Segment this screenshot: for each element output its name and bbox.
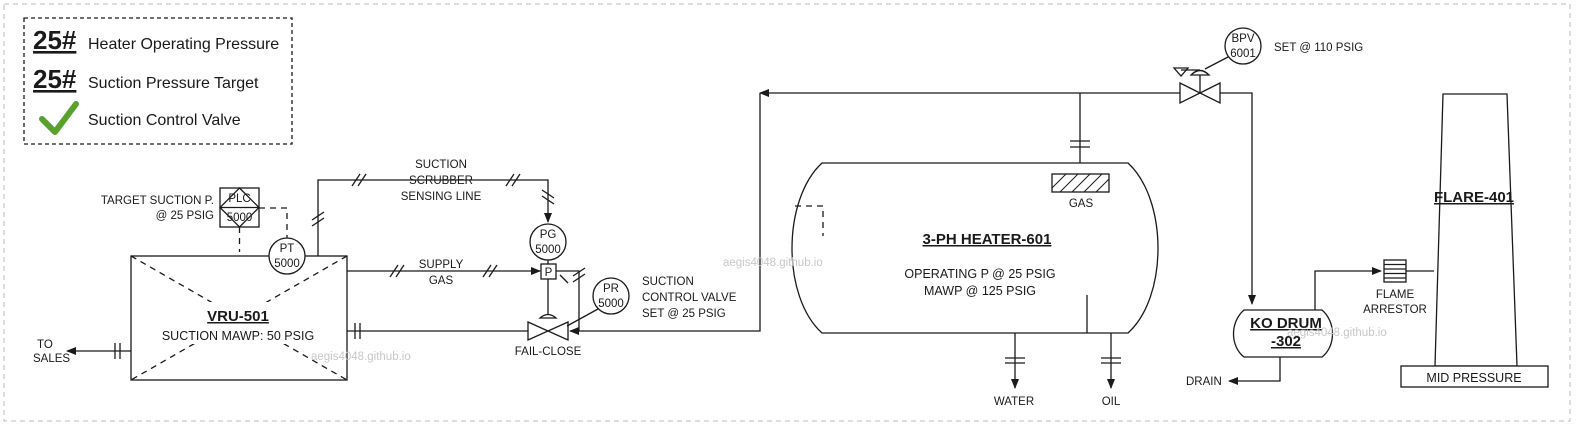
plc-num: 5000 bbox=[227, 212, 253, 224]
pg-5000: PG 5000 bbox=[529, 223, 567, 261]
to-sales-line: TO SALES bbox=[33, 339, 131, 365]
legend-symbol-heater: 25# bbox=[33, 25, 77, 55]
diagram-border bbox=[3, 3, 1571, 422]
pg-num: 5000 bbox=[535, 244, 561, 256]
sensing-label-1: SUCTION bbox=[415, 159, 467, 171]
flame-arrestor-label-2: ARRESTOR bbox=[1363, 304, 1427, 316]
legend-symbol-suction: 25# bbox=[33, 64, 77, 94]
pr-num: 5000 bbox=[598, 298, 624, 310]
heater-mawp: MAWP @ 125 PSIG bbox=[924, 284, 1036, 298]
supply-gas-label-2: GAS bbox=[429, 275, 454, 287]
scv-label-2: CONTROL VALVE bbox=[642, 292, 737, 304]
ko-drum-name-2: -302 bbox=[1271, 333, 1301, 350]
flare-name: FLARE-401 bbox=[1434, 189, 1514, 206]
oil-label: OIL bbox=[1102, 396, 1121, 408]
plc-5000: PLC 5000 bbox=[219, 187, 260, 228]
sensing-label-3: SENSING LINE bbox=[401, 191, 482, 203]
supply-gas-label-1: SUPPLY bbox=[419, 259, 464, 271]
heater-name: 3-PH HEATER-601 bbox=[923, 231, 1052, 248]
bpv-num: 6001 bbox=[1230, 48, 1256, 60]
fail-close-label: FAIL-CLOSE bbox=[515, 346, 582, 358]
bpv-6001: BPV 6001 SET @ 110 PSIG bbox=[1172, 27, 1363, 105]
heater-gas-label: GAS bbox=[1069, 198, 1094, 210]
checkmark-icon bbox=[39, 101, 79, 135]
watermark-2: aegis4048.github.io bbox=[311, 351, 411, 363]
sensing-line: SUCTION SCRUBBER SENSING LINE bbox=[311, 159, 555, 256]
oil-outlet: OIL bbox=[1101, 333, 1121, 408]
vru-spec: SUCTION MAWP: 50 PSIG bbox=[162, 329, 314, 343]
flare-base-label: MID PRESSURE bbox=[1426, 371, 1521, 385]
bpv-tag: BPV bbox=[1231, 33, 1254, 45]
heater-601: GAS 3-PH HEATER-601 OPERATING P @ 25 PSI… bbox=[791, 162, 1159, 334]
ko-drum-name-1: KO DRUM bbox=[1250, 315, 1322, 332]
pg-tag: PG bbox=[540, 229, 557, 241]
pt-num: 5000 bbox=[274, 258, 300, 270]
flare-401: FLARE-401 MID PRESSURE bbox=[1400, 93, 1549, 388]
legend-label-heater: Heater Operating Pressure bbox=[88, 36, 279, 53]
pilot-box-label: P bbox=[545, 267, 553, 279]
scv-label-1: SUCTION bbox=[642, 276, 694, 288]
scv-label-3: SET @ 25 PSIG bbox=[642, 308, 726, 320]
legend-box bbox=[23, 17, 293, 145]
heater-operating: OPERATING P @ 25 PSIG bbox=[904, 267, 1055, 281]
vru-501: VRU-501 SUCTION MAWP: 50 PSIG bbox=[130, 255, 348, 381]
supply-gas-line: SUPPLY GAS bbox=[347, 259, 541, 287]
watermark-1: aegis4048.github.io bbox=[723, 257, 823, 269]
to-sales-label-2: SALES bbox=[33, 353, 70, 365]
pt-tag: PT bbox=[280, 243, 295, 255]
legend-label-suction: Suction Pressure Target bbox=[88, 75, 259, 92]
legend-label-valve: Suction Control Valve bbox=[88, 112, 241, 129]
target-suction-label-1: TARGET SUCTION P. bbox=[101, 195, 214, 207]
pr-tag: PR bbox=[603, 283, 619, 295]
pr-5000: PR 5000 bbox=[592, 277, 630, 315]
sensing-label-2: SCRUBBER bbox=[409, 175, 473, 187]
target-suction-label-2: @ 25 PSIG bbox=[156, 210, 214, 222]
to-sales-label-1: TO bbox=[37, 339, 53, 351]
flame-arrestor-label-1: FLAME bbox=[1376, 289, 1415, 301]
gas-return-line bbox=[569, 89, 1180, 335]
pt-5000: PT 5000 bbox=[268, 237, 306, 275]
plc-tag: PLC bbox=[228, 193, 250, 205]
drain-label: DRAIN bbox=[1186, 376, 1222, 388]
flame-arrestor: FLAME ARRESTOR bbox=[1363, 259, 1427, 316]
ko-drum-302: KO DRUM -302 bbox=[1232, 309, 1334, 358]
vru-name: VRU-501 bbox=[207, 308, 269, 325]
watermark-3: aegis4048.github.io bbox=[1287, 327, 1387, 339]
legend: 25# Heater Operating Pressure 25# Suctio… bbox=[23, 17, 293, 145]
water-label: WATER bbox=[994, 396, 1034, 408]
pilot-box: P bbox=[540, 263, 557, 280]
bpv-set: SET @ 110 PSIG bbox=[1274, 42, 1363, 54]
suction-control-valve: FAIL-CLOSE bbox=[515, 313, 582, 358]
water-outlet: WATER bbox=[994, 333, 1034, 408]
